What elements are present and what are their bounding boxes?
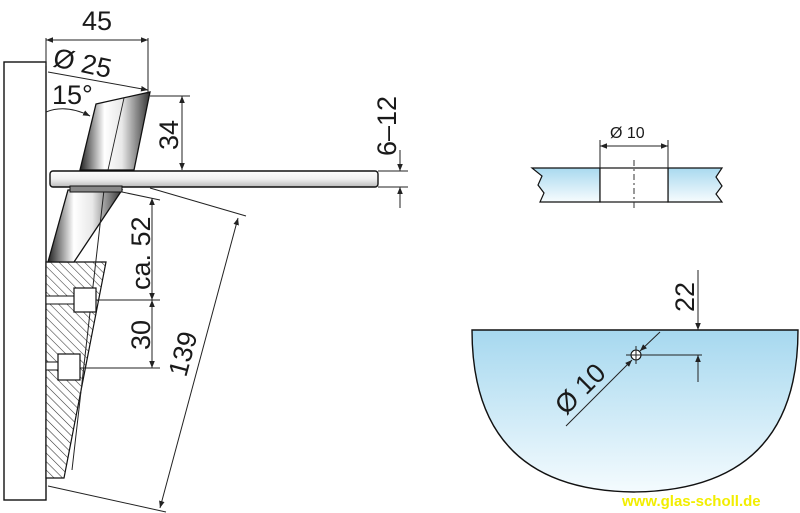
glass-strip-right xyxy=(667,167,724,203)
side-view: 45 Ø 25 15° 34 6–12 xyxy=(3,6,408,513)
dim-head-label: 34 xyxy=(154,120,184,150)
rod-lower xyxy=(47,189,124,263)
upper-screw xyxy=(45,287,97,313)
dim-screws-label: 30 xyxy=(126,320,156,350)
rod-head-centerline xyxy=(107,97,125,171)
dim-glass-thickness: 6–12 xyxy=(372,96,408,208)
dim-edge-label: 22 xyxy=(670,282,700,312)
dim-head-34: 34 xyxy=(150,95,190,170)
dim-width-45: 45 xyxy=(45,6,149,94)
dim-arm-label: ca. 52 xyxy=(126,216,156,290)
lower-screw xyxy=(45,353,81,381)
glass-strip-left xyxy=(530,167,601,203)
watermark: www.glas-scholl.de xyxy=(621,493,761,510)
dim-total-label: 139 xyxy=(163,328,204,379)
glass-plate xyxy=(49,170,379,188)
glass-pane xyxy=(471,329,799,493)
dim-glass-thickness-label: 6–12 xyxy=(372,96,402,156)
rod-head xyxy=(79,91,151,171)
dim-edge-22: 22 xyxy=(670,270,701,382)
dim-arm-52: ca. 52 xyxy=(96,191,161,301)
plate-clamp xyxy=(69,185,123,193)
dim-angle-label: 15° xyxy=(52,80,93,110)
rod-centerline xyxy=(71,189,105,471)
wall xyxy=(3,61,47,501)
glass-pane-view: 22 Ø 10 xyxy=(471,270,799,493)
dim-width-label: 45 xyxy=(82,6,112,36)
hole-detail: Ø 10 xyxy=(530,125,724,210)
hole-detail-diameter-label: Ø 10 xyxy=(610,125,645,142)
dim-angle-15: 15° xyxy=(45,80,93,117)
dim-diameter-label: Ø 25 xyxy=(51,43,115,85)
dim-screws-30: 30 xyxy=(80,300,160,369)
